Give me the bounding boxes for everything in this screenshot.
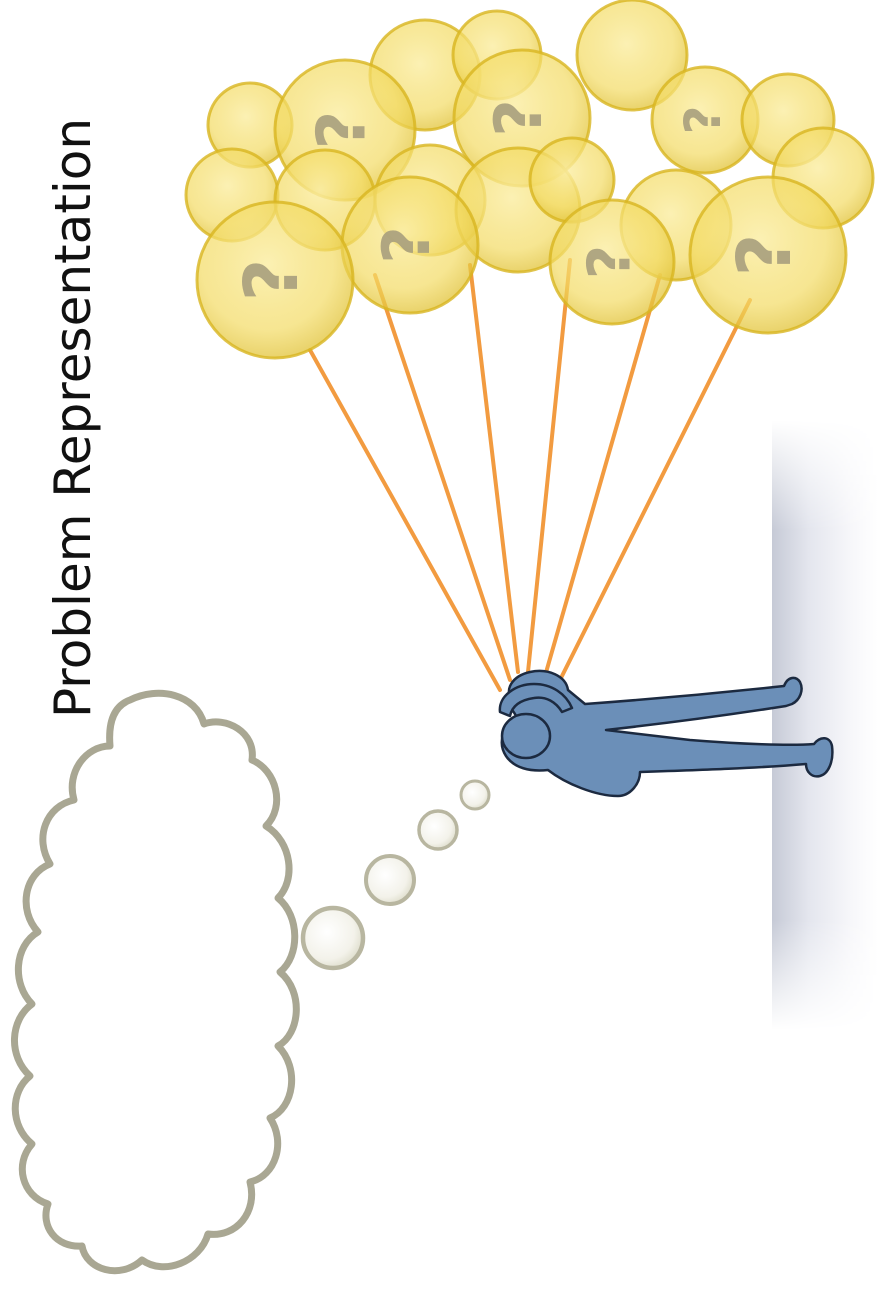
- balloon-string-4: [526, 258, 572, 674]
- person-body: [500, 669, 834, 798]
- question-mark-icon: ?: [482, 99, 557, 137]
- thought-cloud: [11, 689, 300, 1275]
- balloon-sphere: [688, 175, 848, 335]
- person-arm: [498, 682, 574, 718]
- thought-dot-4: [300, 905, 366, 971]
- balloon-string-1: [308, 348, 502, 692]
- question-mark-icon: ?: [574, 245, 643, 279]
- balloon-17: ?: [195, 200, 355, 360]
- balloon-19: ?: [688, 175, 848, 335]
- question-mark-icon: ?: [674, 105, 732, 134]
- question-mark-icon: ?: [229, 259, 315, 302]
- balloon-5: ?: [650, 65, 760, 175]
- balloon-string-6: [558, 298, 752, 682]
- question-mark-icon: ?: [370, 226, 445, 264]
- balloon-16: ?: [340, 175, 480, 315]
- person-head: [500, 712, 552, 760]
- wall-shadow: [772, 420, 878, 1030]
- balloon-4: [575, 0, 689, 112]
- thought-dot-3: [364, 854, 416, 906]
- balloon-sphere: [195, 200, 355, 360]
- question-mark-icon: ?: [722, 234, 808, 277]
- balloon-18: ?: [548, 198, 676, 326]
- floating-person: [498, 669, 834, 798]
- balloon-sphere: [575, 0, 689, 112]
- balloon-string-2: [373, 273, 512, 682]
- balloon-strings: [308, 258, 752, 692]
- question-mark-icon: ?: [303, 111, 381, 150]
- balloon-string-3: [468, 263, 520, 674]
- thought-dot-2: [417, 809, 459, 851]
- thought-dot-1: [459, 779, 491, 811]
- balloon-string-5: [543, 273, 662, 678]
- thought-bubble-dots: [300, 779, 491, 971]
- balloon-cluster: ???????: [184, 0, 875, 360]
- balloon-sphere: [548, 198, 676, 326]
